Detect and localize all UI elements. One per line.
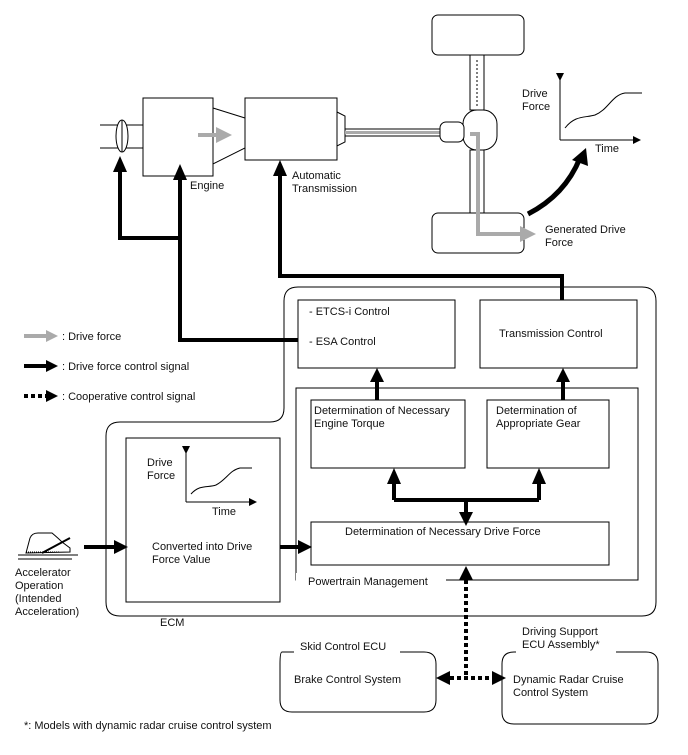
driving-support-title-line2: ECU Assembly* [522,639,600,651]
accelerator-label-line3: (Intended [15,593,61,605]
converted-label-line2: Force Value [152,554,211,566]
transmission-label-line1: Automatic [292,170,341,182]
accelerator-label-line4: Acceleration) [15,606,79,618]
esa-label: - ESA Control [309,336,376,348]
drive-force-box [310,521,610,566]
gear-label-line1: Determination of [496,405,578,417]
engine-torque-label-line1: Determination of Necessary [314,405,450,417]
brake-control-label: Brake Control System [294,674,401,686]
top-graph-ylabel-line1: Drive [522,88,548,100]
top-graph-ylabel-line2: Force [522,101,550,113]
driving-support-title-line1: Driving Support [522,626,598,638]
ecm-graph-xlabel: Time [212,506,236,518]
rear-left-wheel [431,14,525,56]
legend-drive-force: : Drive force [62,331,121,343]
footnote: *: Models with dynamic radar cruise cont… [24,720,272,732]
throttle-body-icon [100,119,150,153]
ecm-label: ECM [160,617,184,629]
radar-cruise-label-line2: Control System [513,687,588,699]
differential [439,54,498,216]
transmission-control-box [479,299,638,369]
ecm-drive-force-graph: Drive Force Time [147,446,257,518]
drive-force-label: Determination of Necessary Drive Force [345,526,541,538]
appropriate-gear-box [486,399,610,469]
converted-label-line1: Converted into Drive [152,541,252,553]
driving-support-ecu-box [501,651,659,725]
etcs-label: - ETCS-i Control [309,306,390,318]
curved-arrow [526,157,583,217]
ecm-graph-ylabel-line2: Force [147,470,175,482]
transmission-block [244,97,338,161]
drivetrain: Engine Automatic Transmission Generated … [100,14,626,254]
accelerator-label-line2: Operation [15,580,63,592]
generated-drive-force-label-line2: Force [545,237,573,249]
top-graph-xlabel: Time [595,143,619,155]
engine-torque-box [310,399,466,469]
legend: : Drive force : Drive force control sign… [24,330,195,403]
skid-ecu-title: Skid Control ECU [300,641,386,653]
radar-cruise-label-line1: Dynamic Radar Cruise [513,674,624,686]
ecm-graph-ylabel-line1: Drive [147,457,173,469]
legend-cooperative-signal: : Cooperative control signal [62,391,195,403]
converted-box [125,437,281,603]
legend-control-signal: : Drive force control signal [62,361,189,373]
skid-ecu-box [279,651,437,713]
generated-drive-force-arrow [470,132,536,242]
generated-drive-force-label-line1: Generated Drive [545,224,626,236]
cooperative-arrows [436,566,506,685]
powertrain-management-label: Powertrain Management [308,576,428,588]
control-signal-arrows [84,156,570,554]
ecm-outline [105,286,657,617]
accelerator-label-line1: Accelerator [15,567,71,579]
gear-label-line2: Appropriate Gear [496,418,581,430]
transmission-label-line2: Transmission [292,183,357,195]
accelerator-pedal-icon [18,532,78,560]
etcs-esa-box [297,299,456,369]
engine-torque-label-line2: Engine Torque [314,418,385,430]
top-drive-force-graph: Drive Force Time [522,73,642,155]
transmission-control-label: Transmission Control [499,328,603,340]
engine-label: Engine [190,180,224,192]
